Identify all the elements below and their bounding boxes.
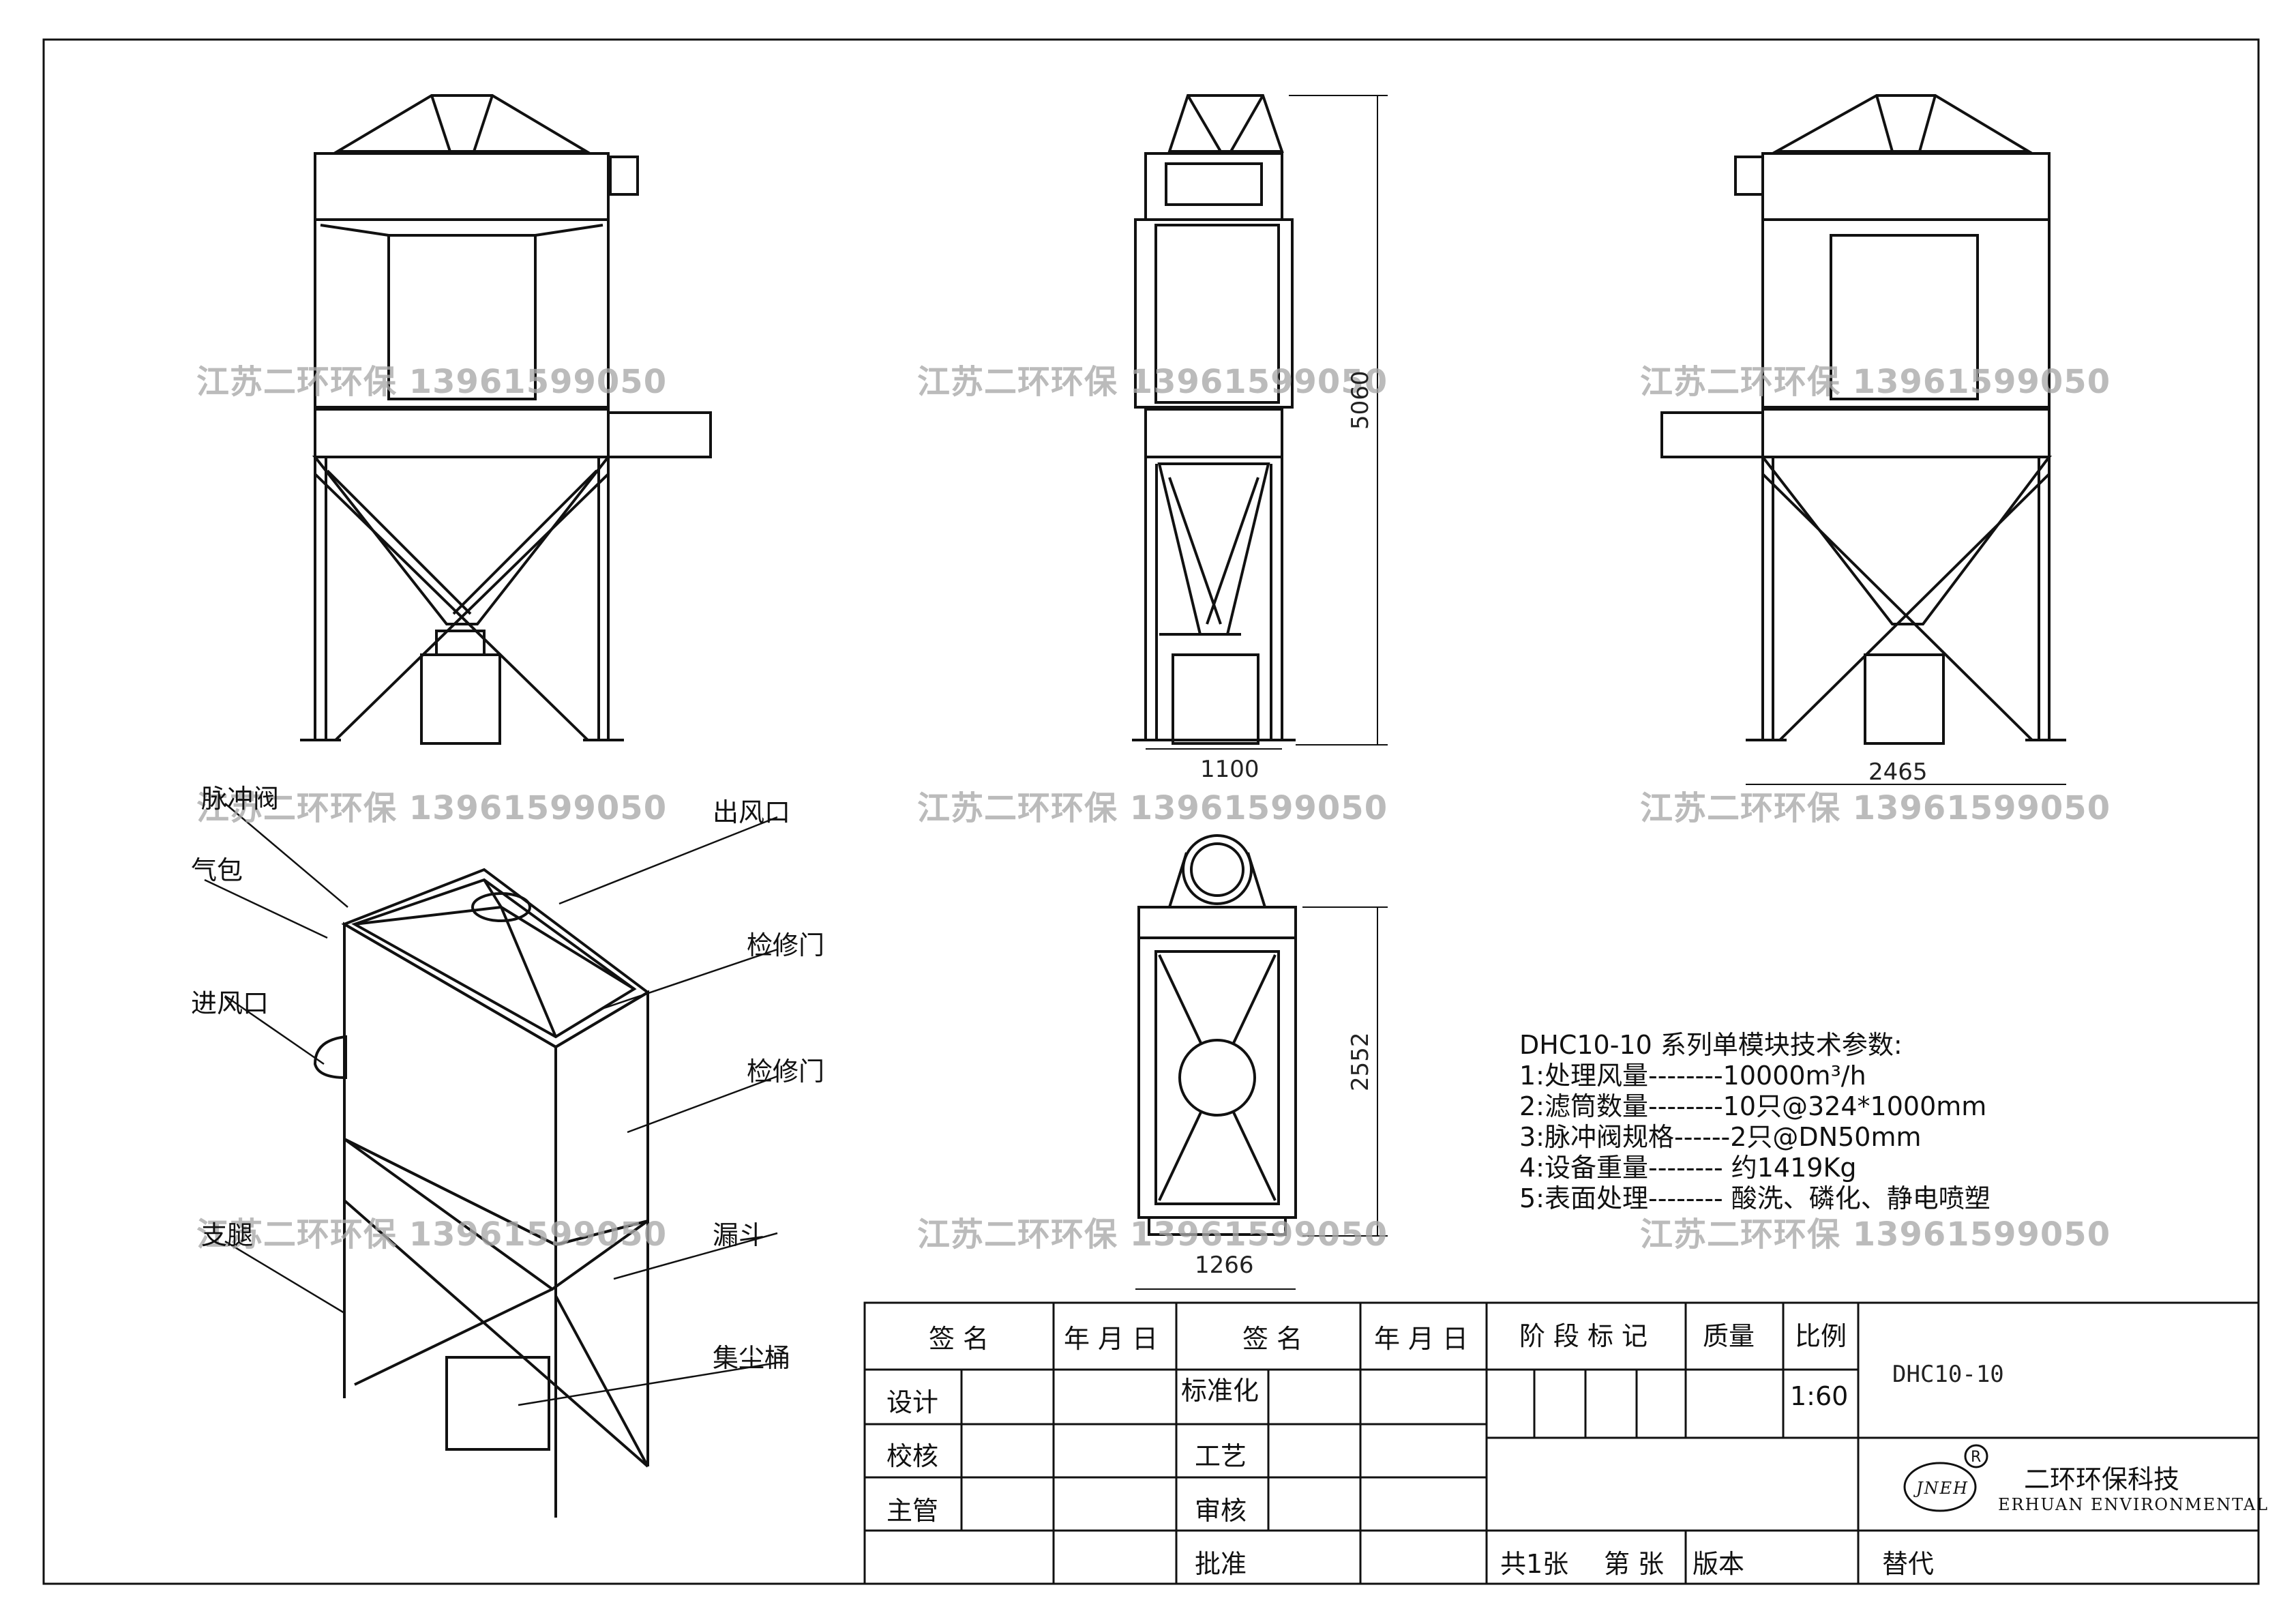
tb-total-sheets: 共1张 xyxy=(1500,1549,1569,1579)
tb-replace: 替代 xyxy=(1882,1549,1935,1579)
callout-inspection-door: 检修门 xyxy=(747,1057,825,1087)
params-title: DHC10-10 系列单模块技术参数: xyxy=(1519,1030,1903,1060)
dimension-height: 5060 xyxy=(1347,370,1374,430)
technical-parameters: DHC10-10 系列单模块技术参数: 1:处理风量--------10000m… xyxy=(1519,1030,1991,1214)
watermark: 江苏二环环保 13961599050 xyxy=(1640,789,2111,827)
tb-drawing-no: DHC10-10 xyxy=(1892,1361,2004,1388)
params-line: 1:处理风量--------10000m³/h xyxy=(1519,1061,1866,1091)
tb-date-header: 年月日 xyxy=(1064,1324,1167,1354)
tb-process: 工艺 xyxy=(1195,1441,1247,1471)
callout-inlet: 进风口 xyxy=(191,988,269,1018)
title-block-grid xyxy=(863,1301,2260,1585)
tb-company-cn: 二环环保科技 xyxy=(2024,1464,2180,1494)
callout-outlet: 出风口 xyxy=(713,797,791,827)
watermark: 江苏二环环保 13961599050 xyxy=(196,789,668,827)
watermark: 江苏二环环保 13961599050 xyxy=(917,789,1388,827)
top-view xyxy=(1137,834,1297,1236)
params-line: 4:设备重量-------- 约1419Kg xyxy=(1519,1153,1857,1183)
tb-company-en: ERHUAN ENVIRONMENTAL xyxy=(1998,1495,2269,1514)
tb-sign-header: 签名 xyxy=(1242,1324,1311,1354)
dimension-top-depth: 2552 xyxy=(1347,1032,1374,1091)
dimension-side-width: 1100 xyxy=(1200,756,1259,783)
callout-support-leg: 支腿 xyxy=(201,1220,254,1250)
callout-inspection-door: 检修门 xyxy=(747,930,825,960)
callout-leaders xyxy=(204,803,778,1406)
params-line: 2:滤筒数量--------10只@324*1000mm xyxy=(1519,1091,1987,1121)
company-logo: R xyxy=(1903,1444,1988,1512)
tb-standardize: 标准化 xyxy=(1181,1376,1259,1406)
tb-approve: 批准 xyxy=(1195,1549,1247,1579)
callout-pulse-valve: 脉冲阀 xyxy=(201,784,280,814)
watermark: 江苏二环环保 13961599050 xyxy=(917,363,1388,401)
tb-date-header: 年月日 xyxy=(1374,1324,1477,1354)
tb-supervisor: 主管 xyxy=(886,1496,939,1526)
tb-stage-mark: 阶段标记 xyxy=(1519,1321,1656,1351)
tb-design: 设计 xyxy=(886,1387,939,1417)
rear-view xyxy=(1660,94,2066,745)
logo-text: JNEH xyxy=(1916,1479,1969,1498)
watermark: 江苏二环环保 13961599050 xyxy=(196,363,668,401)
watermark: 江苏二环环保 13961599050 xyxy=(917,1215,1388,1254)
watermark: 江苏二环环保 13961599050 xyxy=(1640,363,2111,401)
tb-mass: 质量 xyxy=(1703,1321,1755,1351)
tb-review: 审核 xyxy=(1195,1496,1247,1526)
tb-scale-value: 1:60 xyxy=(1790,1381,1849,1411)
params-line: 3:脉冲阀规格------2只@DN50mm xyxy=(1519,1122,1922,1152)
tb-sheet-no: 第 张 xyxy=(1604,1549,1665,1579)
tb-version: 版本 xyxy=(1693,1549,1745,1579)
callout-hopper: 漏斗 xyxy=(713,1220,765,1250)
dimension-top-width: 1266 xyxy=(1195,1252,1254,1279)
callout-dust-bucket: 集尘桶 xyxy=(713,1343,791,1373)
svg-text:R: R xyxy=(1971,1449,1981,1466)
front-view xyxy=(300,94,712,745)
dimension-lines xyxy=(1135,95,2066,1290)
side-view xyxy=(1132,94,1296,745)
watermark: 江苏二环环保 13961599050 xyxy=(196,1215,668,1254)
tb-check: 校核 xyxy=(886,1441,939,1471)
watermark: 江苏二环环保 13961599050 xyxy=(1640,1215,2111,1254)
tb-sign-header: 签名 xyxy=(929,1324,998,1354)
callout-air-bag: 气包 xyxy=(191,855,243,885)
params-line: 5:表面处理-------- 酸洗、磷化、静电喷塑 xyxy=(1519,1183,1991,1213)
tb-scale: 比例 xyxy=(1795,1321,1847,1351)
dimension-front-width: 2465 xyxy=(1868,758,1928,786)
isometric-view xyxy=(313,868,651,1518)
